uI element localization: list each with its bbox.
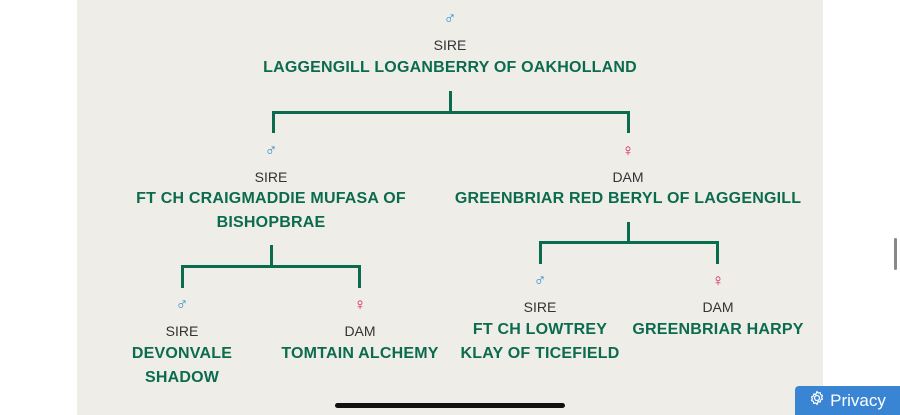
privacy-label: Privacy [830,390,886,410]
dog-name-link[interactable]: GREENBRIAR HARPY [632,321,804,338]
male-icon: ♂ [533,271,547,290]
role-label: SIRE [523,299,557,315]
name-line: FT CH LOWTREY [472,321,608,338]
dog-name-link[interactable]: LAGGENGILL LOGANBERRY OF OAKHOLLAND [263,59,637,76]
male-icon: ♂ [175,295,189,314]
dog-name-link[interactable]: GREENBRIAR RED BERYL OF LAGGENGILL [454,190,802,207]
home-indicator[interactable] [335,403,565,408]
female-icon: ♀ [353,295,367,314]
role-label: DAM [344,323,376,339]
dog-name-link[interactable]: DEVONVALE SHADOW [132,342,232,390]
role-label: SIRE [254,169,288,185]
pedigree-panel [77,0,823,415]
privacy-button[interactable]: Privacy [795,386,900,415]
role-label: SIRE [433,37,467,53]
name-line: SHADOW [144,369,220,386]
dog-name-link[interactable]: TOMTAIN ALCHEMY [281,345,439,362]
scrollbar[interactable] [894,238,897,270]
name-line: DEVONVALE [131,345,233,362]
connector-line [716,241,719,264]
connector-line [358,265,361,288]
gear-icon [809,390,825,411]
connector-line [272,111,630,114]
name-line: KLAY OF TICEFIELD [460,345,620,362]
female-icon: ♀ [711,271,725,290]
name-line: FT CH CRAIGMADDIE MUFASA OF [136,190,406,207]
role-label: DAM [702,299,734,315]
connector-line [539,241,542,264]
connector-line [181,265,184,288]
dog-name-link[interactable]: FT CH LOWTREY KLAY OF TICEFIELD [461,318,620,366]
connector-line [627,111,630,133]
connector-line [449,91,452,113]
connector-line [272,111,275,133]
female-icon: ♀ [621,141,635,160]
role-label: DAM [612,169,644,185]
name-line: BISHOPBRAE [216,214,326,231]
connector-line [627,222,630,243]
male-icon: ♂ [443,9,457,28]
connector-line [181,265,361,268]
role-label: SIRE [165,323,199,339]
male-icon: ♂ [264,141,278,160]
connector-line [539,241,719,244]
dog-name-link[interactable]: FT CH CRAIGMADDIE MUFASA OF BISHOPBRAE [136,187,406,235]
connector-line [270,245,273,267]
